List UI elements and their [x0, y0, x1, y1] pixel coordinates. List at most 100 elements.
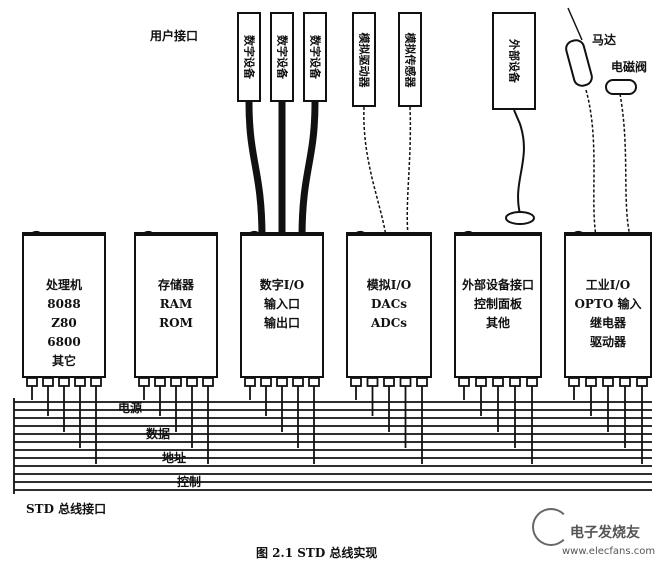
connector-pin [619, 377, 631, 387]
user-interface-label: 用户接口 [150, 29, 199, 43]
analog-driver: 模拟驱动器 [352, 12, 376, 107]
card-text: 数字I/O 输入口 输出口 [242, 276, 322, 333]
watermark-url: www.elecfans.com [562, 546, 656, 557]
card-line: 其它 [51, 354, 76, 368]
address-bus-label: 地址 [162, 451, 187, 465]
card-line: 处理机 [45, 278, 82, 292]
cpu-card: 处理机 8088 Z80 6800 其它 [22, 232, 106, 378]
connector-pin [138, 377, 150, 387]
card-line: ROM [159, 316, 193, 330]
motor-wire [585, 89, 597, 237]
card-line: 存储器 [157, 278, 194, 292]
card-line: 8088 [47, 297, 81, 311]
valve-label: 电磁阀 [611, 60, 648, 74]
card-text: 外部设备接口 控制面板 其他 [456, 276, 540, 333]
cable-connector [505, 211, 535, 225]
memory-card: 存储器 RAM ROM [134, 232, 218, 378]
figure-caption: 图 2.1 STD 总线实现 [256, 546, 378, 560]
connector-pin [202, 377, 214, 387]
connector-pin [602, 377, 614, 387]
digital-io-card: 数字I/O 输入口 输出口 [240, 232, 324, 378]
device-label: 数字设备 [275, 35, 289, 79]
motor-wire [567, 7, 583, 41]
ribbon-cable [245, 101, 266, 239]
connector-pin [154, 377, 166, 387]
card-line: 控制面板 [473, 297, 522, 311]
connector-pin [458, 377, 470, 387]
card-line: OPTO 输入 [574, 297, 642, 311]
card-line: 输出口 [263, 316, 300, 330]
card-line: 工业I/O [585, 278, 631, 292]
device-label: 模拟传感器 [403, 32, 417, 87]
analog-wire [406, 106, 412, 237]
connector-pin [509, 377, 521, 387]
connector-pin [492, 377, 504, 387]
connector-pin [90, 377, 102, 387]
card-line: 外部设备接口 [461, 278, 534, 292]
industrial-io-card: 工业I/O OPTO 输入 继电器 驱动器 [564, 232, 652, 378]
connector-pin [260, 377, 272, 387]
valve-body [605, 79, 637, 95]
watermark-swirl-icon [532, 508, 570, 546]
analog-sensor: 模拟传感器 [398, 12, 422, 107]
card-text: 存储器 RAM ROM [136, 276, 216, 333]
connector-pin [366, 377, 379, 387]
peripheral-cable [513, 109, 525, 215]
card-line: 数字I/O [259, 278, 305, 292]
watermark-brand: 电子发烧友 [570, 525, 640, 541]
connector-pin [26, 377, 38, 387]
connector-pin [292, 377, 304, 387]
power-bus-label: 电源 [118, 401, 143, 415]
device-label: 数字设备 [242, 35, 256, 79]
device-label: 外部设备 [507, 39, 521, 83]
digital-device-1: 数字设备 [237, 12, 261, 102]
card-text: 工业I/O OPTO 输入 继电器 驱动器 [566, 276, 650, 352]
digital-device-2: 数字设备 [270, 12, 294, 102]
digital-device-3: 数字设备 [303, 12, 327, 102]
valve-wire [619, 93, 631, 237]
card-line: 继电器 [589, 316, 626, 330]
bus-interface-title: STD 总线接口 [26, 502, 107, 516]
card-line: 输入口 [263, 297, 300, 311]
device-label: 模拟驱动器 [357, 32, 371, 87]
peripheral-interface-card: 外部设备接口 控制面板 其他 [454, 232, 542, 378]
ribbon-cable [298, 101, 319, 239]
connector-pin [475, 377, 487, 387]
card-text: 模拟I/O DACs ADCs [348, 276, 430, 333]
connector-pin [416, 377, 428, 387]
data-bus-label: 数据 [146, 427, 171, 441]
connector-pin [170, 377, 182, 387]
card-line: 其他 [485, 316, 510, 330]
device-label: 数字设备 [308, 35, 322, 79]
connector-pin [308, 377, 320, 387]
connector-pin [186, 377, 198, 387]
motor-label: 马达 [592, 33, 617, 47]
connector-pin [276, 377, 288, 387]
connector-pin [636, 377, 648, 387]
connector-pin [244, 377, 256, 387]
control-bus-label: 控制 [177, 475, 202, 489]
connector-pin [42, 377, 54, 387]
card-line: ADCs [370, 316, 408, 330]
card-line: Z80 [51, 316, 77, 330]
card-line: 驱动器 [589, 335, 626, 349]
connector-pin [74, 377, 86, 387]
card-line: 6800 [47, 335, 81, 349]
connector-pin [399, 377, 412, 387]
connector-pin [568, 377, 580, 387]
watermark-logo: 电子发烧友 www.elecfans.com [532, 508, 656, 564]
card-line: DACs [370, 297, 408, 311]
connector-pin [585, 377, 597, 387]
card-line: 模拟I/O [366, 278, 412, 292]
analog-wire [363, 106, 387, 237]
external-device: 外部设备 [492, 12, 536, 110]
connector-pin [383, 377, 395, 387]
card-line: RAM [159, 297, 193, 311]
analog-io-card: 模拟I/O DACs ADCs [346, 232, 432, 378]
connector-pin [350, 377, 362, 387]
connector-pin [526, 377, 538, 387]
connector-pin [58, 377, 70, 387]
motor-body [565, 39, 593, 87]
